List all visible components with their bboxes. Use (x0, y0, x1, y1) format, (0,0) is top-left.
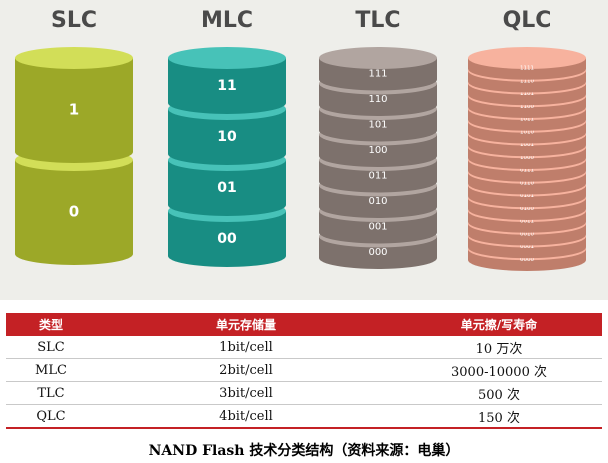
bit-label: 101 (368, 120, 387, 131)
bit-label: 0011 (520, 219, 534, 225)
bit-label: 0101 (520, 193, 534, 199)
tlc-cylinder-stack: 000 001 010 011 100 101 110 111 (319, 47, 437, 269)
disc-top (168, 47, 286, 69)
bit-label: 011 (368, 171, 387, 182)
bit-label: 10 (217, 129, 237, 145)
disc-top (468, 47, 586, 69)
table-row: SLC 1bit/cell 10 万次 (6, 336, 602, 359)
bit-label: 1 (69, 101, 79, 119)
cell-disc: 11 (168, 47, 286, 114)
header-endurance: 单元擦/写寿命 (396, 313, 602, 336)
bit-label: 01 (217, 180, 236, 196)
row-capacity: 3bit/cell (96, 381, 396, 405)
bit-label: 0010 (520, 231, 534, 237)
cell-disc: 0 (15, 149, 133, 265)
disc-side (168, 160, 286, 216)
bit-label: 0111 (520, 168, 534, 174)
disc-top (319, 47, 437, 69)
cell-disc: 1111 (468, 47, 586, 80)
row-type: QLC (6, 404, 96, 429)
header-capacity: 单元存储量 (96, 313, 396, 336)
row-endurance: 500 次 (396, 381, 602, 405)
row-endurance: 10 万次 (396, 336, 602, 359)
row-capacity: 2bit/cell (96, 358, 396, 382)
table-row: TLC 3bit/cell 500 次 (6, 381, 602, 405)
nand-spec-table: 类型 单元存储量 单元擦/写寿命 SLC 1bit/cell 10 万次 MLC… (6, 313, 602, 429)
bit-label: 0001 (520, 244, 534, 250)
bit-label: 0 (69, 203, 79, 221)
bit-label: 1000 (520, 155, 534, 161)
bit-label: 100 (368, 145, 387, 156)
mlc-title: MLC (200, 8, 254, 33)
qlc-title: QLC (502, 8, 552, 33)
disc-side (168, 109, 286, 165)
table-row: QLC 4bit/cell 150 次 (6, 404, 602, 429)
bit-label: 1010 (520, 129, 534, 135)
qlc-cylinder-stack: 0000 0001 0010 0011 0100 0101 0110 0111 1000 1001… (468, 47, 586, 271)
bit-label: 1011 (520, 117, 534, 123)
row-capacity: 1bit/cell (96, 336, 396, 359)
mlc-cylinder-stack: 00 01 10 11 (168, 47, 286, 267)
row-endurance: 3000-10000 次 (396, 358, 602, 382)
header-type: 类型 (6, 313, 96, 336)
bit-label: 1100 (520, 104, 534, 110)
bit-label: 111 (368, 69, 387, 80)
disc-side (15, 58, 133, 163)
disc-top (15, 47, 133, 69)
disc-side (168, 211, 286, 267)
bit-label: 1111 (520, 66, 534, 72)
slc-title: SLC (50, 8, 97, 33)
bit-label: 000 (368, 247, 387, 258)
cell-disc: 111 (319, 47, 437, 91)
bit-label: 00 (217, 231, 237, 247)
bit-label: 010 (368, 196, 387, 207)
bit-label: 0100 (520, 206, 534, 212)
disc-side (168, 58, 286, 114)
row-endurance: 150 次 (396, 404, 602, 429)
cell-disc: 1 (15, 47, 133, 163)
cylinder-stacks: 0100011011000001010011100101110111000000… (15, 47, 586, 271)
table-header-row: 类型 单元存储量 单元擦/写寿命 (6, 313, 602, 336)
bit-label: 001 (368, 222, 387, 233)
row-type: SLC (6, 336, 96, 359)
row-type: MLC (6, 358, 96, 382)
table-row: MLC 2bit/cell 3000-10000 次 (6, 358, 602, 382)
bit-label: 1101 (520, 91, 534, 97)
slc-cylinder-stack: 01 (15, 47, 133, 265)
figure-caption: NAND Flash 技术分类结构（资料来源：电巢） (148, 443, 460, 459)
disc-side (15, 160, 133, 265)
bit-label: 11 (217, 78, 236, 94)
bit-label: 110 (368, 94, 387, 105)
bit-label: 1001 (520, 142, 534, 148)
bit-label: 0000 (520, 257, 534, 263)
tlc-title: TLC (355, 8, 401, 33)
row-type: TLC (6, 381, 96, 405)
bit-label: 0110 (520, 180, 534, 186)
row-capacity: 4bit/cell (96, 404, 396, 429)
bit-label: 1110 (520, 78, 534, 84)
